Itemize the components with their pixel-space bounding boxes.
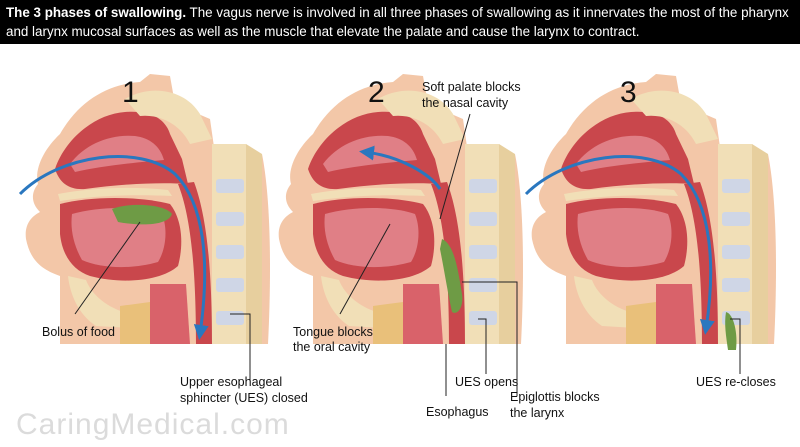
watermark: CaringMedical.com <box>16 408 290 441</box>
label-bolus: Bolus of food <box>42 325 115 339</box>
panel-2: 2 Soft palate blocks the nasal cavity To… <box>278 74 600 420</box>
panel-1: 1 Bolus of food Upper esophageal sphinct… <box>18 74 308 405</box>
leader-line <box>439 113 471 220</box>
swallowing-diagram: 1 Bolus of food Upper esophageal sphinct… <box>16 74 776 441</box>
panel-3: 3 UES re-closes <box>524 74 776 389</box>
panel-number: 2 <box>368 76 385 109</box>
leader-line <box>730 318 741 374</box>
label-tongue-line1: Tongue blocks <box>293 325 373 339</box>
label-ues-recloses: UES re-closes <box>696 375 776 389</box>
label-soft-palate-line2: the nasal cavity <box>422 96 509 110</box>
bolus-shape <box>112 204 172 225</box>
leader-line <box>478 318 487 374</box>
label-esophagus: Esophagus <box>426 405 489 419</box>
leader-line <box>462 281 518 396</box>
caption-text: The vagus nerve is involved in all three… <box>6 5 789 39</box>
bolus-shape <box>440 239 463 313</box>
flow-arrow <box>18 155 209 340</box>
bolus-shape <box>725 312 737 350</box>
label-ues-closed-line1: Upper esophageal <box>180 375 282 389</box>
label-epiglottis-line1: Epiglottis blocks <box>510 390 600 404</box>
panel-number: 3 <box>620 76 637 109</box>
flow-arrow <box>524 155 715 335</box>
leader-line <box>230 313 251 380</box>
label-epiglottis-line2: the larynx <box>510 406 565 420</box>
label-tongue-line2: the oral cavity <box>293 340 371 354</box>
label-ues-opens: UES opens <box>455 375 518 389</box>
label-ues-closed-line2: sphincter (UES) closed <box>180 391 308 405</box>
caption-title: The 3 phases of swallowing. <box>6 5 187 20</box>
label-soft-palate-line1: Soft palate blocks <box>422 80 521 94</box>
panel-number: 1 <box>122 76 139 109</box>
flow-arrow <box>359 145 442 190</box>
leader-line <box>74 221 141 315</box>
caption-header: The 3 phases of swallowing. The vagus ne… <box>0 0 800 44</box>
leader-line <box>339 223 391 315</box>
